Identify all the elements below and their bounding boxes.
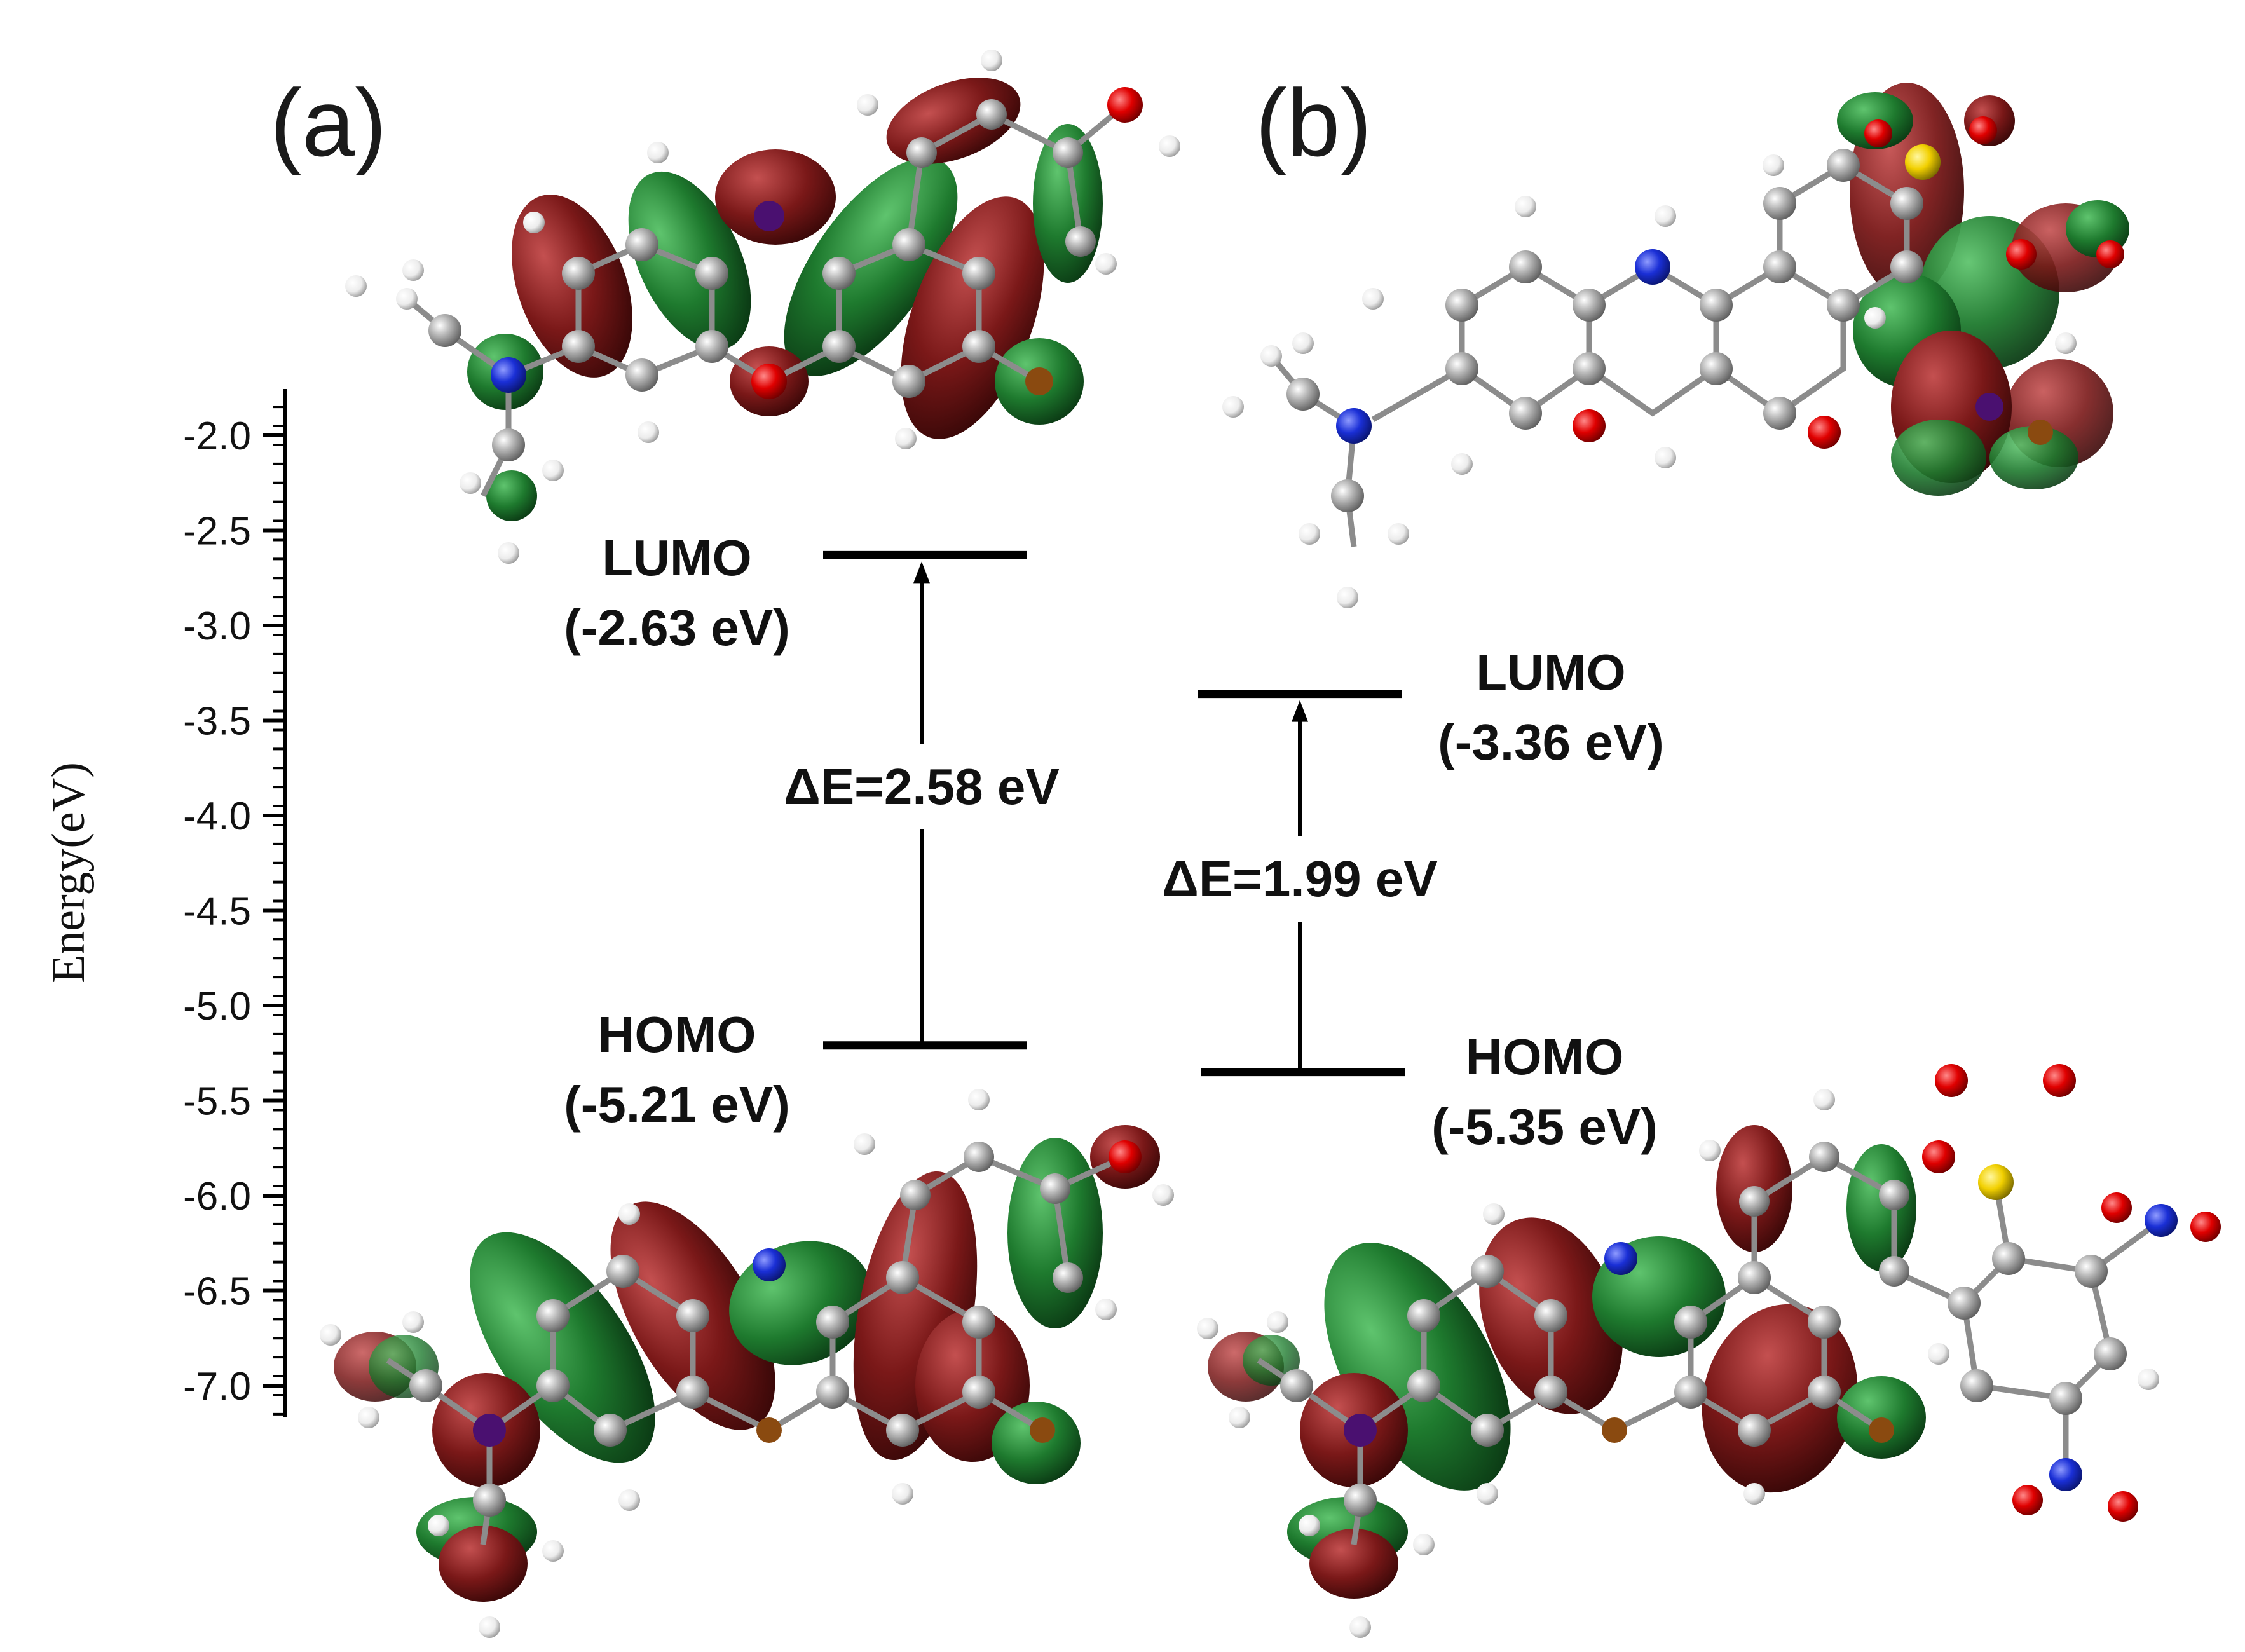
atoms: [1222, 116, 2124, 608]
atoms: [320, 1089, 1174, 1638]
axis-title: Energy(eV): [43, 762, 95, 983]
minor-ticks: [273, 406, 285, 1416]
gap-a-label: ΔE=2.58 eV: [784, 758, 1059, 815]
tick-label: -4.5: [183, 890, 251, 934]
homo-a-value: (-5.21 eV): [564, 1076, 790, 1133]
major-ticks: [263, 433, 285, 1388]
lumo-b-value: (-3.36 eV): [1438, 714, 1664, 770]
tick-label: -6.0: [183, 1175, 251, 1219]
lumo-b-title: LUMO: [1476, 644, 1626, 700]
tick-label: -2.0: [183, 414, 251, 458]
tick-label: -4.0: [183, 795, 251, 838]
tick-label: -5.0: [183, 985, 251, 1028]
panel-b-label: (b): [1255, 69, 1372, 176]
orbital-lobes: [467, 78, 1103, 521]
panel-a-levels: LUMO (-2.63 eV) HOMO (-5.21 eV) ΔE=2.58 …: [564, 529, 1060, 1133]
atoms: [1197, 1064, 2221, 1638]
tick-labels: -2.0 -2.5 -3.0 -3.5 -4.0 -4.5 -5.0 -5.5 -6.0 -6.5…: [183, 414, 251, 1409]
tick-label: -2.5: [183, 510, 251, 554]
homo-b-value: (-5.35 eV): [1431, 1098, 1658, 1155]
gap-arrow-b-head: [1292, 700, 1308, 722]
panel-a-label: (a): [270, 69, 386, 176]
lumo-a-value: (-2.63 eV): [564, 599, 790, 656]
tick-label: -7.0: [183, 1365, 251, 1409]
molecule-b-lumo: [1222, 83, 2129, 608]
molecule-a-homo: [320, 1089, 1174, 1638]
tick-label: -3.5: [183, 700, 251, 744]
tick-label: -6.5: [183, 1270, 251, 1314]
panel-b-levels: LUMO (-3.36 eV) HOMO (-5.35 eV) ΔE=1.99 …: [1162, 644, 1664, 1155]
orbital-lobes: [334, 1125, 1160, 1602]
tick-label: -5.5: [183, 1080, 251, 1124]
gap-arrow-a-head: [913, 561, 930, 584]
atoms: [345, 50, 1180, 564]
gap-b-label: ΔE=1.99 eV: [1162, 850, 1437, 907]
lumo-a-title: LUMO: [602, 529, 752, 586]
homo-b-title: HOMO: [1466, 1028, 1624, 1085]
tick-label: -3.0: [183, 604, 251, 648]
energy-axis: -2.0 -2.5 -3.0 -3.5 -4.0 -4.5 -5.0 -5.5 -6.0 -6.5…: [43, 389, 287, 1417]
molecule-a-lumo: [345, 50, 1180, 564]
molecule-b-homo: [1197, 1064, 2221, 1638]
homo-a-title: HOMO: [598, 1006, 756, 1063]
